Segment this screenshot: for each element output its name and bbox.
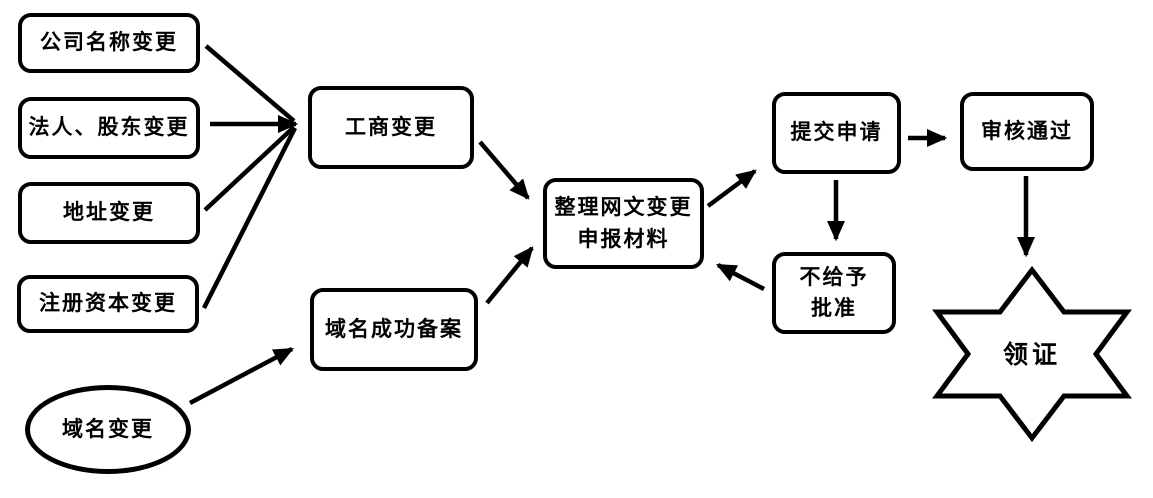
- node-domain-change: 域名变更: [25, 385, 191, 474]
- node-registered-capital-change: 注册资本变更: [17, 275, 199, 333]
- node-domain-filed: 域名成功备案: [310, 288, 478, 371]
- node-business-registration-change-label: 工商变更: [345, 114, 437, 139]
- edge-capital-to-business: [201, 126, 298, 310]
- edge-company-to-business: [204, 44, 296, 123]
- node-certificate: 领证: [962, 330, 1102, 376]
- edge-prepare-to-submit-arrow: [706, 169, 757, 208]
- node-submit-application-label: 提交申请: [790, 120, 883, 145]
- node-review-passed-label: 审核通过: [981, 118, 1073, 143]
- certificate-star-shape: [932, 265, 1132, 443]
- node-company-name-change: 公司名称变更: [18, 13, 200, 73]
- node-domain-change-label: 域名变更: [62, 416, 154, 441]
- edge-business-to-prepare-arrow: [478, 140, 530, 200]
- node-legal-shareholder-change: 法人、股东变更: [18, 97, 200, 159]
- edge-filed-to-prepare-arrow: [485, 246, 534, 305]
- node-not-approved-line2: 批准: [811, 296, 857, 320]
- node-company-name-change-label: 公司名称变更: [40, 30, 178, 55]
- node-address-change: 地址变更: [18, 182, 200, 244]
- node-business-registration-change: 工商变更: [308, 86, 474, 169]
- node-prepare-materials-line1: 整理网文变更: [554, 195, 693, 219]
- node-review-passed: 审核通过: [960, 92, 1094, 171]
- edge-address-to-business: [203, 125, 296, 212]
- node-registered-capital-change-label: 注册资本变更: [39, 291, 177, 316]
- edge-denied-to-prepare-arrow: [716, 263, 766, 291]
- node-not-approved-line1: 不给予: [799, 264, 869, 289]
- node-submit-application: 提交申请: [772, 92, 901, 174]
- node-domain-filed-label: 域名成功备案: [325, 316, 463, 341]
- node-prepare-materials-line2: 申报材料: [577, 226, 670, 251]
- edge-domain-to-filed-arrow: [188, 347, 294, 405]
- node-legal-shareholder-change-label: 法人、股东变更: [28, 115, 190, 140]
- node-not-approved: 不给予 批准: [772, 252, 896, 334]
- node-certificate-label: 领证: [1002, 340, 1061, 369]
- node-address-change-label: 地址变更: [63, 200, 155, 225]
- node-prepare-materials: 整理网文变更 申报材料: [543, 178, 704, 269]
